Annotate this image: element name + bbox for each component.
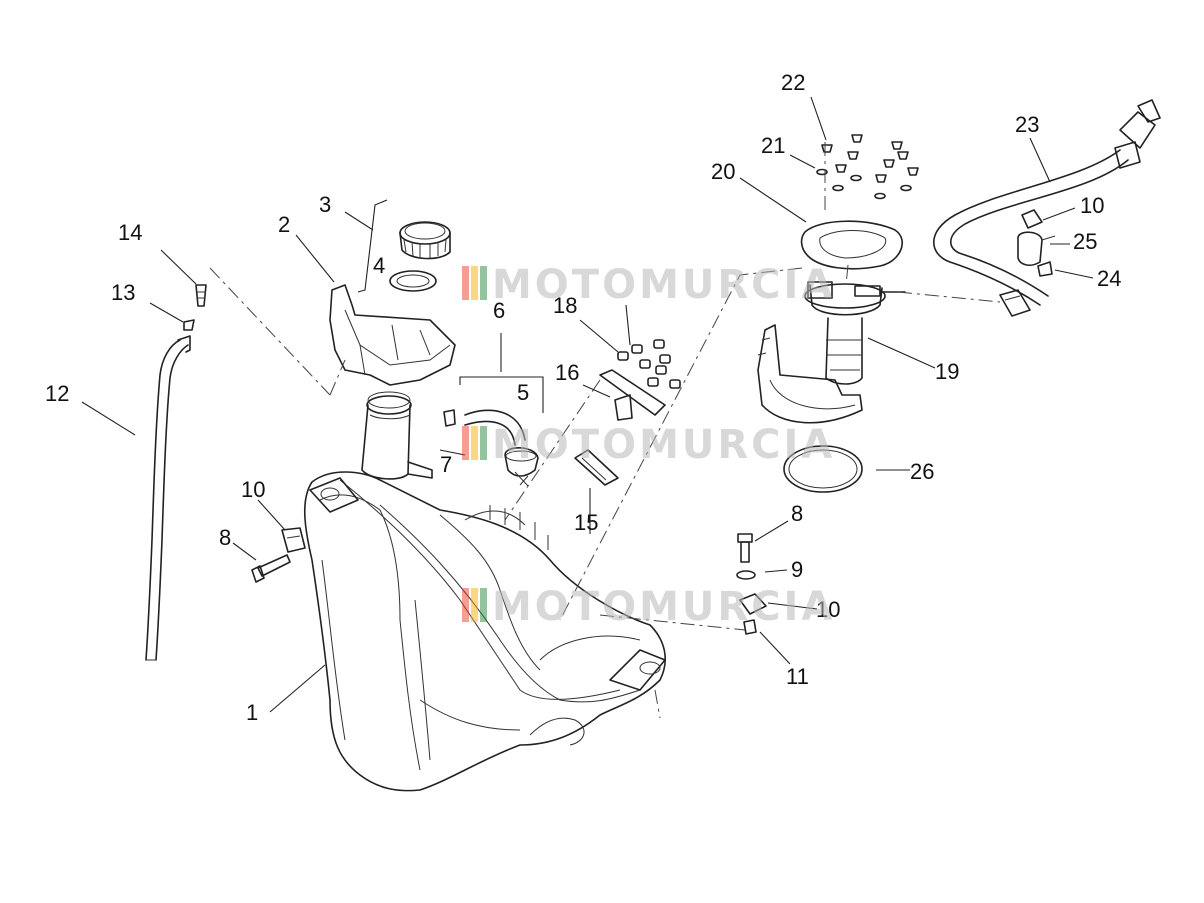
hose-clip-right [1021, 209, 1043, 229]
fuel-pump-assembly [757, 281, 906, 424]
callout-18: 18 [553, 293, 577, 318]
callout-8-right: 8 [791, 501, 803, 526]
callout-24: 24 [1097, 266, 1121, 291]
callout-22: 22 [781, 70, 805, 95]
check-valve [183, 319, 195, 331]
hose-bracket [1017, 231, 1056, 267]
washer-right [736, 570, 756, 580]
callout-20: 20 [711, 159, 735, 184]
group-bracket-3-4 [357, 199, 388, 293]
callout-4: 4 [373, 253, 385, 278]
fuel-hose [933, 99, 1161, 317]
group-bracket-5-7 [459, 376, 544, 413]
callout-10-left: 10 [241, 477, 265, 502]
callout-14: 14 [118, 220, 142, 245]
callout-16: 16 [555, 360, 579, 385]
callout-7: 7 [440, 452, 452, 477]
fuel-cap [399, 221, 451, 260]
washer-set [816, 168, 912, 200]
screw-right [737, 533, 753, 563]
watermark-text: MOTOMURCIA [492, 584, 835, 630]
callout-13: 13 [111, 280, 135, 305]
pump-flange [599, 369, 666, 421]
callout-8-left: 8 [219, 525, 231, 550]
callout-15: 15 [574, 510, 598, 535]
watermark-text: MOTOMURCIA [492, 262, 835, 308]
callout-10-bottom-right: 10 [816, 597, 840, 622]
cap-gasket [389, 270, 437, 292]
screw-left [251, 554, 291, 583]
filler-bezel [329, 284, 456, 386]
callout-6: 6 [493, 298, 505, 323]
pump-ring [800, 220, 903, 270]
watermark-text: MOTOMURCIA [492, 422, 835, 468]
nut-set [617, 339, 681, 389]
leader-lines [81, 96, 1094, 713]
screw-set [821, 134, 919, 183]
callout-labels: 1 2 3 4 5 6 7 8 8 9 10 10 10 11 12 13 14… [45, 70, 1121, 725]
watermark-bottom: MOTOMURCIA [462, 584, 835, 630]
callout-3: 3 [319, 192, 331, 217]
vent-fitting [195, 284, 207, 307]
callout-9: 9 [791, 557, 803, 582]
fuel-tank [304, 391, 666, 792]
watermark-top: MOTOMURCIA [462, 262, 835, 308]
callout-11: 11 [786, 664, 809, 689]
callout-23: 23 [1015, 112, 1039, 137]
clip-right [739, 593, 767, 615]
callout-10-top-right: 10 [1080, 193, 1104, 218]
nut-right [743, 619, 757, 635]
callout-21: 21 [761, 133, 785, 158]
bracket-screw [1037, 261, 1053, 277]
hose-clamp [443, 409, 456, 427]
pump-oring [783, 445, 863, 493]
breather-tube [145, 335, 191, 661]
pump-gasket [574, 449, 619, 486]
clip-left [281, 527, 306, 553]
callout-26: 26 [910, 459, 934, 484]
callout-19: 19 [935, 359, 959, 384]
callout-1: 1 [246, 700, 258, 725]
callout-5: 5 [517, 380, 529, 405]
callout-12: 12 [45, 381, 69, 406]
watermark-middle: MOTOMURCIA [462, 422, 835, 468]
vent-hose [464, 409, 539, 487]
assembly-lines [209, 140, 1001, 719]
callout-2: 2 [278, 212, 290, 237]
callout-25: 25 [1073, 229, 1097, 254]
